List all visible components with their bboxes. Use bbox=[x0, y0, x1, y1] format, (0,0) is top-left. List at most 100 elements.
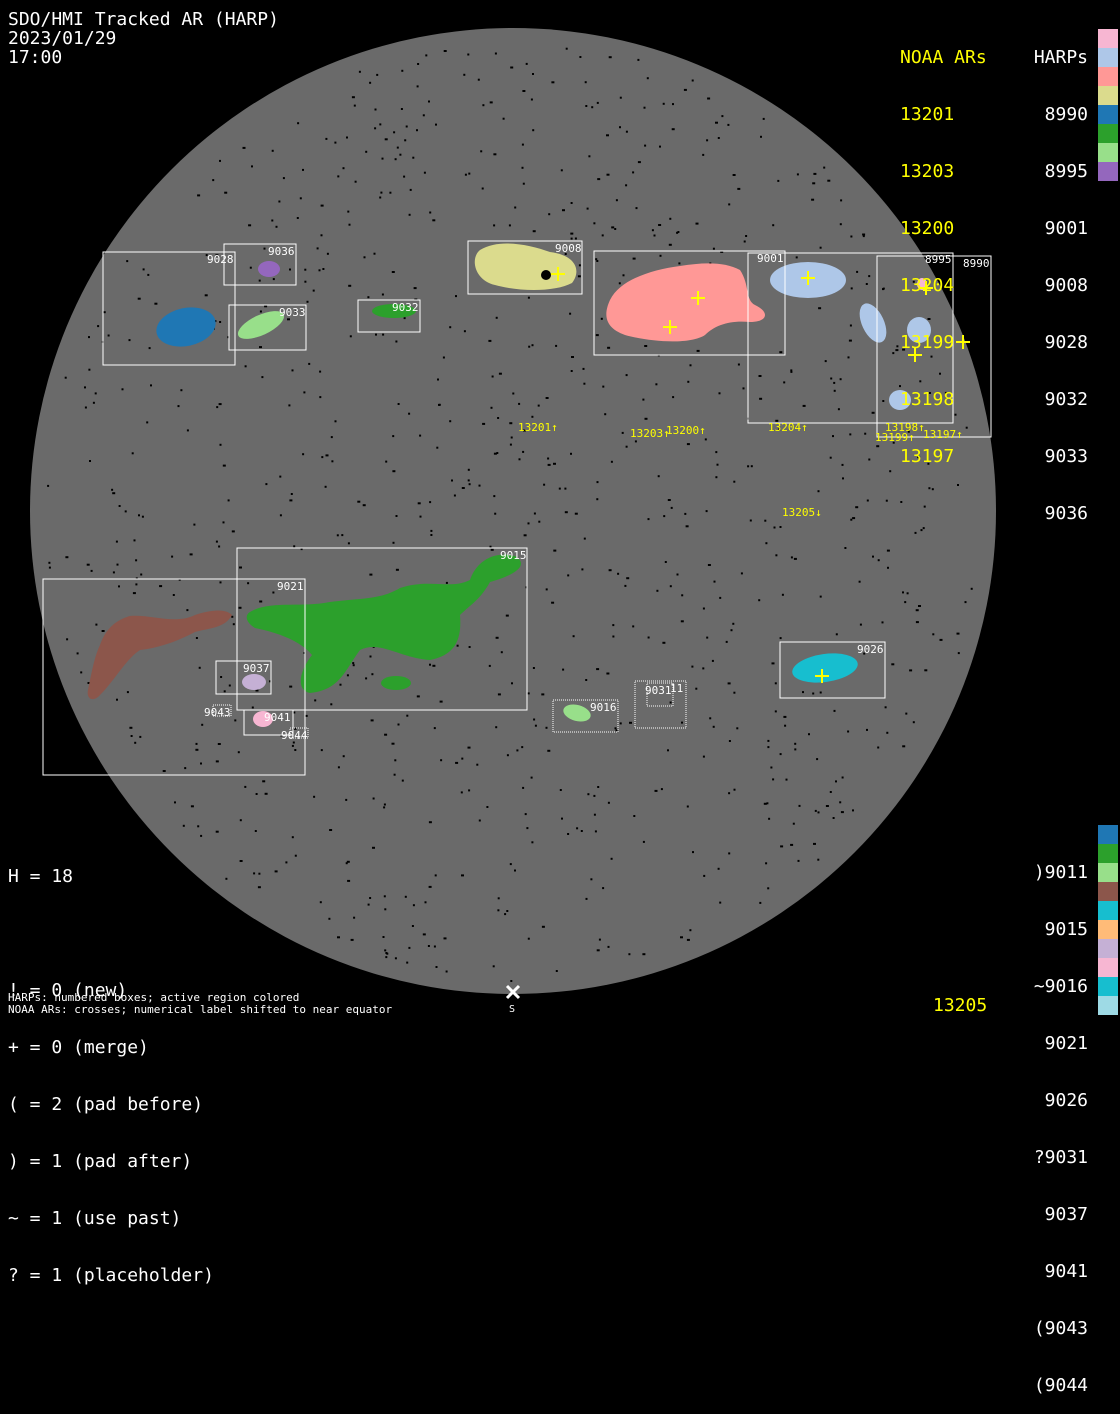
speckle bbox=[718, 392, 721, 395]
speckle bbox=[363, 256, 366, 259]
speckle bbox=[429, 663, 431, 666]
speckle bbox=[227, 499, 230, 502]
speckle bbox=[728, 203, 731, 206]
speckle bbox=[482, 422, 486, 425]
speckle bbox=[624, 584, 627, 587]
harp-label: 9041 bbox=[264, 711, 291, 724]
speckle bbox=[435, 966, 438, 968]
speckle bbox=[628, 953, 631, 956]
harp-box-9026[interactable] bbox=[779, 641, 886, 699]
speckle bbox=[915, 609, 919, 612]
speckle bbox=[775, 419, 779, 422]
speckle bbox=[320, 749, 323, 752]
speckle bbox=[811, 198, 815, 201]
speckle bbox=[337, 766, 340, 769]
speckle bbox=[141, 515, 144, 518]
speckle bbox=[130, 735, 133, 737]
harp-box-9028[interactable] bbox=[102, 251, 236, 366]
speckle bbox=[480, 150, 483, 153]
harp-box-9021[interactable] bbox=[42, 578, 306, 776]
speckle bbox=[291, 369, 294, 372]
harp-box-9032[interactable] bbox=[357, 299, 421, 333]
harp-label: 9036 bbox=[268, 245, 295, 258]
harp-box-9031[interactable] bbox=[634, 680, 687, 729]
speckle bbox=[362, 504, 366, 507]
speckle bbox=[602, 385, 605, 388]
region-9041 bbox=[253, 711, 273, 727]
harp-box-8990[interactable] bbox=[876, 255, 992, 438]
speckle bbox=[289, 268, 291, 271]
speckle bbox=[596, 949, 600, 952]
speckle bbox=[494, 52, 497, 55]
speckle bbox=[829, 791, 832, 793]
speckle bbox=[318, 269, 321, 272]
speckle bbox=[491, 375, 494, 378]
speckle bbox=[489, 545, 492, 548]
harp-box-9041[interactable] bbox=[243, 709, 294, 736]
harp-box-9033[interactable] bbox=[228, 304, 307, 351]
speckle bbox=[715, 121, 718, 124]
speckle bbox=[433, 727, 436, 730]
harp-box-9016[interactable] bbox=[552, 699, 619, 733]
speckle bbox=[399, 153, 402, 156]
speckle bbox=[258, 279, 261, 282]
harp-box-9044[interactable] bbox=[289, 727, 309, 739]
speckle bbox=[584, 81, 587, 84]
speckle bbox=[684, 512, 687, 515]
harp-box-9008[interactable] bbox=[467, 240, 583, 295]
speckle bbox=[461, 487, 465, 489]
speckle bbox=[596, 481, 599, 484]
speckle bbox=[527, 937, 530, 940]
stat-line: + = 0 (merge) bbox=[8, 1037, 149, 1058]
speckle bbox=[490, 406, 493, 409]
speckle bbox=[348, 223, 351, 226]
speckle bbox=[907, 430, 910, 433]
stat-line: ~ = 1 (use past) bbox=[8, 1208, 182, 1229]
speckle bbox=[278, 200, 281, 203]
speckle bbox=[596, 101, 599, 104]
speckle bbox=[463, 73, 466, 76]
harp-box-9015[interactable] bbox=[236, 547, 528, 711]
speckle bbox=[404, 139, 407, 142]
speckle bbox=[367, 296, 370, 299]
speckle bbox=[644, 417, 648, 420]
speckle bbox=[816, 758, 819, 761]
speckle bbox=[677, 231, 680, 233]
speckle bbox=[510, 436, 513, 439]
speckle bbox=[813, 172, 817, 175]
speckle bbox=[866, 499, 869, 502]
speckle bbox=[833, 381, 836, 384]
speckle bbox=[862, 235, 865, 238]
speckle bbox=[369, 655, 372, 658]
harp-item: 9015 bbox=[1044, 919, 1088, 940]
speckle bbox=[429, 501, 432, 504]
speckle bbox=[297, 122, 300, 125]
harp-box-9011[interactable] bbox=[646, 682, 674, 707]
speckle bbox=[717, 867, 720, 870]
speckle bbox=[944, 391, 947, 394]
speckle bbox=[882, 287, 885, 290]
speckle bbox=[637, 58, 640, 61]
harp-box-8995[interactable] bbox=[747, 252, 954, 424]
speckle bbox=[532, 129, 535, 132]
harp-box-9001[interactable] bbox=[593, 250, 786, 356]
speckle bbox=[856, 270, 859, 273]
speckle bbox=[468, 646, 471, 648]
speckle bbox=[667, 499, 671, 501]
speckle bbox=[564, 253, 567, 255]
speckle bbox=[263, 247, 266, 250]
harp-box-9037[interactable] bbox=[215, 660, 272, 695]
speckle bbox=[195, 742, 198, 745]
speckle bbox=[408, 946, 411, 949]
speckle bbox=[521, 746, 524, 749]
speckle bbox=[832, 817, 835, 819]
speckle bbox=[957, 484, 959, 486]
harp-box-9036[interactable] bbox=[223, 243, 297, 286]
speckle bbox=[790, 556, 793, 559]
speckle bbox=[526, 827, 529, 830]
speckle bbox=[385, 460, 388, 463]
harp-box-9043[interactable] bbox=[212, 704, 232, 717]
speckle bbox=[102, 311, 106, 314]
noaa-cross bbox=[663, 320, 677, 334]
